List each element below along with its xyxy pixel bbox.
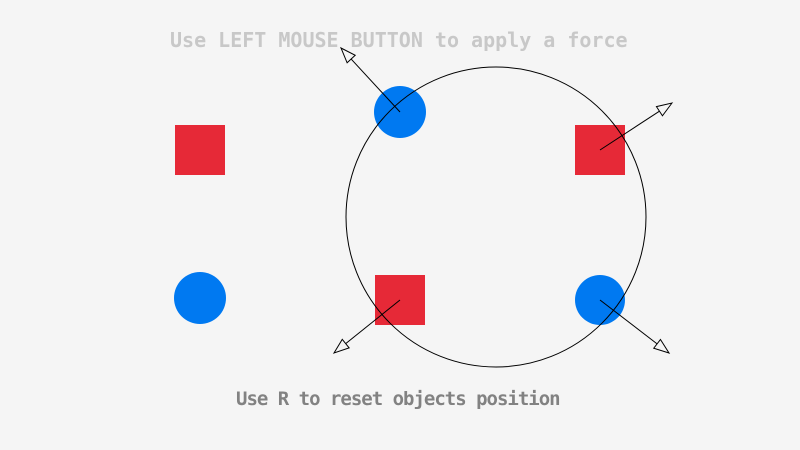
force-arrow-circle-bottom-right-shaft xyxy=(599,299,658,345)
physics-body-circle-bottom-left[interactable] xyxy=(174,272,226,324)
hint-reset-text: Use R to reset objects position xyxy=(236,388,561,410)
force-arrow-square-bottom-center-shaft xyxy=(345,299,401,344)
force-arrow-square-top-right-head-icon xyxy=(655,102,674,117)
boundary-circle-outline xyxy=(345,66,647,368)
force-arrow-square-top-right-shaft xyxy=(599,110,660,151)
hint-apply-force-text: Use LEFT MOUSE BUTTON to apply a force xyxy=(170,28,628,52)
force-arrow-square-bottom-center-head-icon xyxy=(332,338,350,354)
force-arrow-circle-bottom-right-head-icon xyxy=(652,338,671,354)
force-arrow-circle-top-middle-shaft xyxy=(350,58,401,113)
force-arrow-circle-top-middle-head-icon xyxy=(340,46,357,64)
physics-body-square-top-left[interactable] xyxy=(175,125,225,175)
